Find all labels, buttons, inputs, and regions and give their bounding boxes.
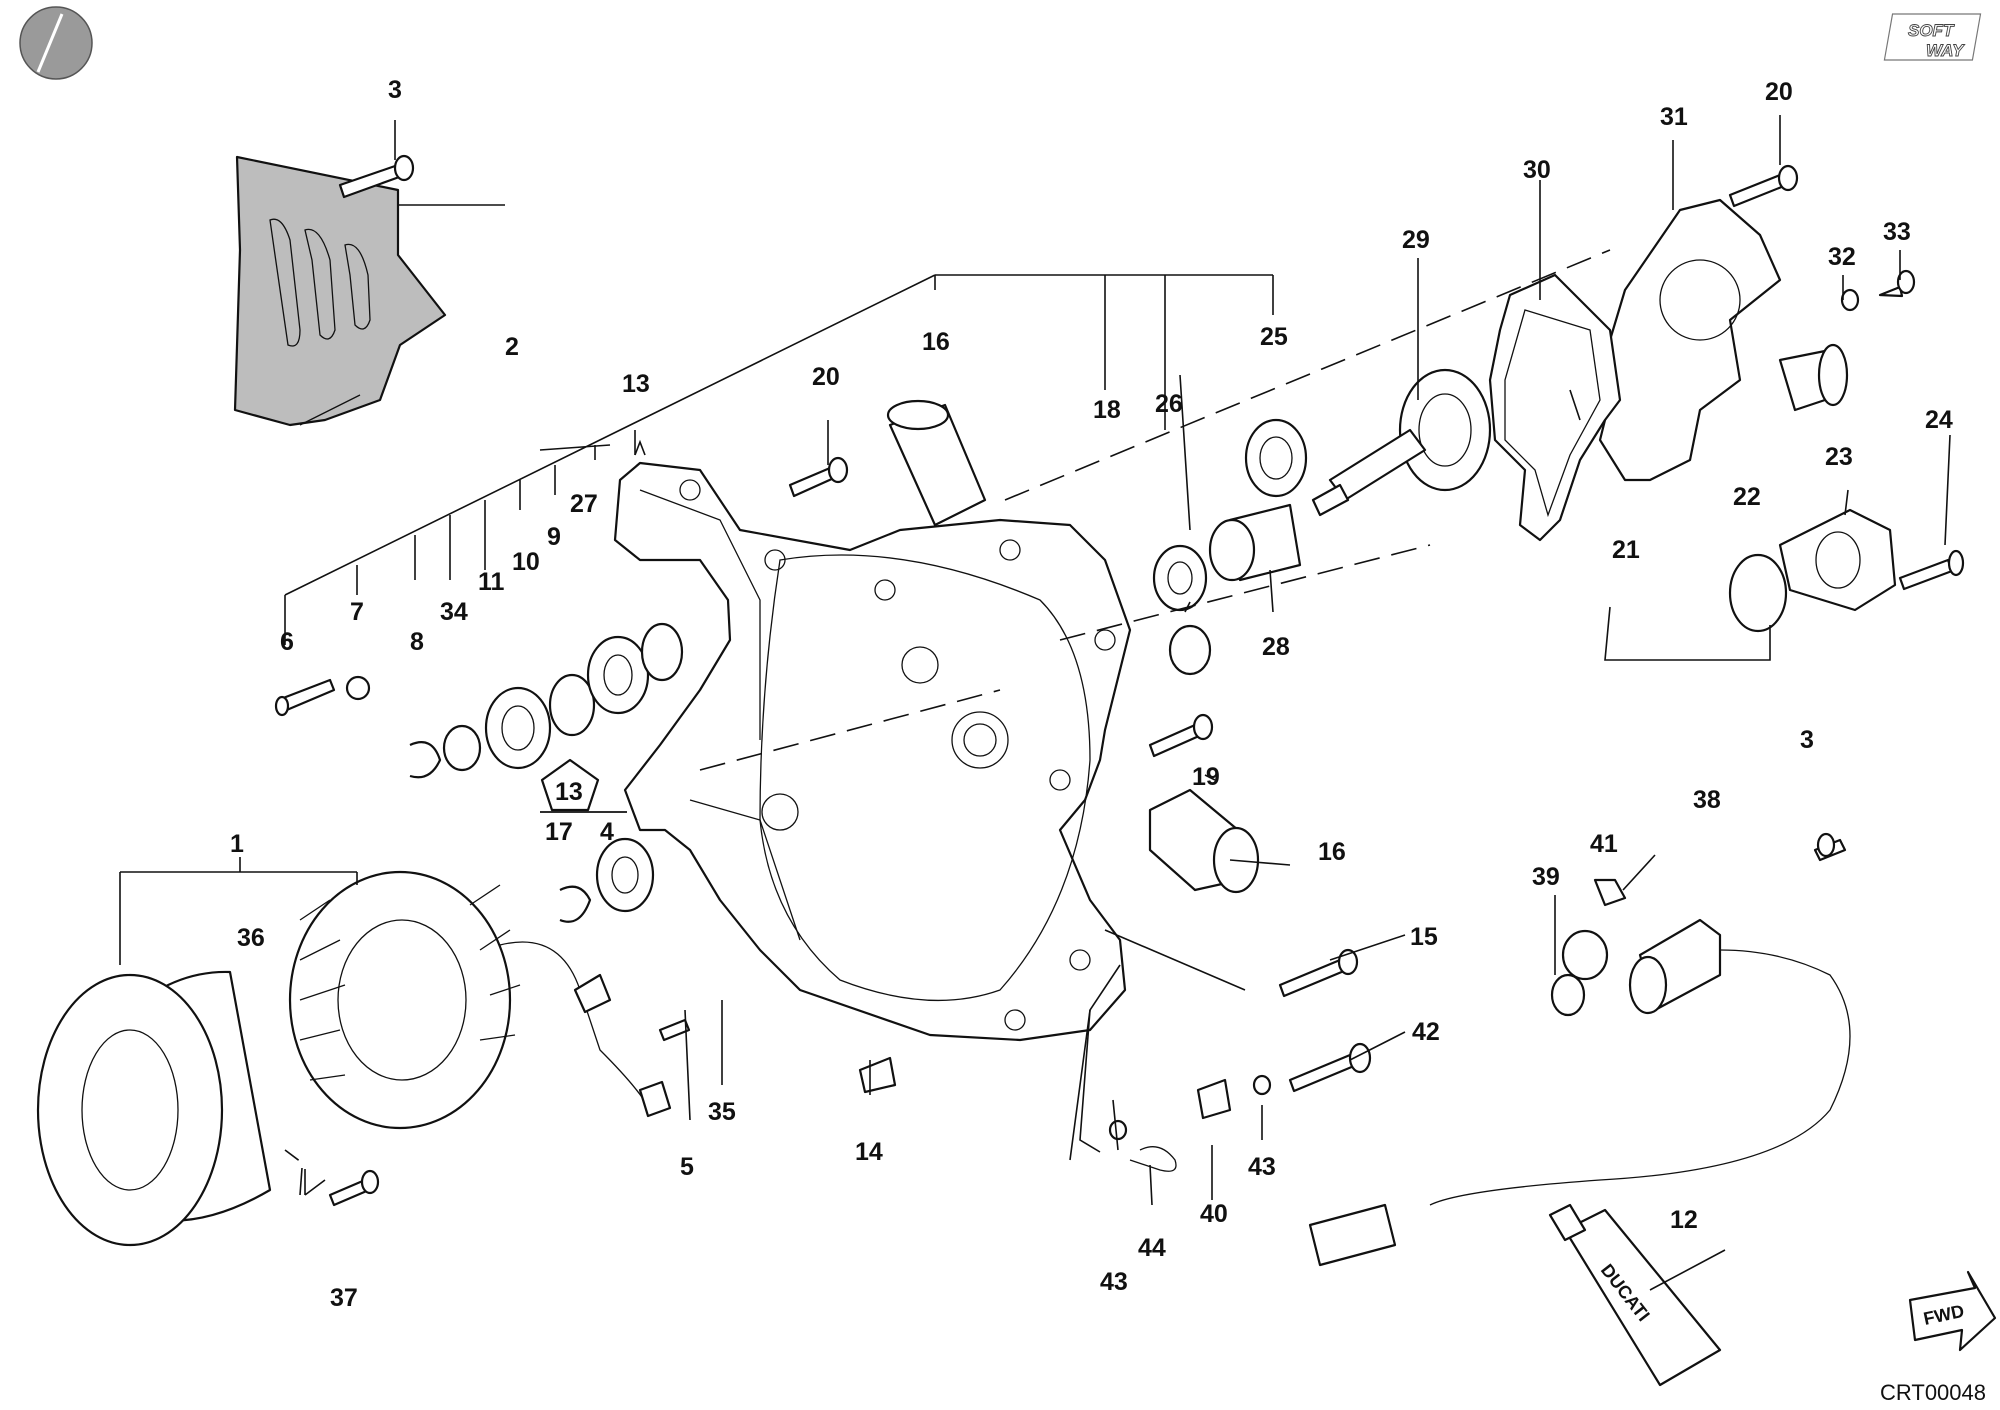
- callout-15: 15: [1410, 923, 1438, 951]
- callout-4: 4: [600, 818, 614, 846]
- callout-3b: 3: [1800, 726, 1814, 754]
- callout-16b: 16: [1318, 838, 1346, 866]
- callout-41: 41: [1590, 830, 1618, 858]
- seal-26: [1152, 544, 1208, 612]
- sprocket-cover: [233, 155, 447, 427]
- o-ring-22: [1728, 553, 1788, 633]
- callout-34: 34: [440, 598, 468, 626]
- callout-43b: 43: [1100, 1268, 1128, 1296]
- callout-40: 40: [1200, 1200, 1228, 1228]
- callout-28: 28: [1262, 633, 1290, 661]
- bearing-stack-left: [409, 622, 684, 923]
- kit-symbol-pentagon: 13: [540, 758, 627, 813]
- engine-side-cover: [613, 461, 1132, 1042]
- callout-38: 38: [1693, 786, 1721, 814]
- callout-30: 30: [1523, 156, 1551, 184]
- striped-circle-icon: [19, 6, 93, 80]
- callout-13: 13: [622, 370, 650, 398]
- callout-24: 24: [1925, 406, 1953, 434]
- callout-37: 37: [330, 1284, 358, 1312]
- callout-26: 26: [1155, 390, 1183, 418]
- callout-36: 36: [237, 924, 265, 952]
- seal-25: [1244, 418, 1308, 498]
- callout-10: 10: [512, 548, 540, 576]
- callout-23: 23: [1825, 443, 1853, 471]
- ring-18: [1168, 624, 1212, 676]
- callout-32: 32: [1828, 243, 1856, 271]
- callout-21: 21: [1612, 536, 1640, 564]
- callout-20: 20: [812, 363, 840, 391]
- callout-22: 22: [1733, 483, 1761, 511]
- svg-text:WAY: WAY: [1926, 41, 1965, 60]
- kit-symbol-number: 13: [555, 778, 583, 806]
- callout-18: 18: [1093, 396, 1121, 424]
- callout-7: 7: [350, 598, 364, 626]
- callout-29: 29: [1402, 226, 1430, 254]
- callout-33: 33: [1883, 218, 1911, 246]
- callout-25: 25: [1260, 323, 1288, 351]
- callout-2: 2: [505, 333, 519, 361]
- leader-lines: [119, 115, 1951, 1291]
- pump-cover: [1598, 198, 1849, 482]
- plug-16-top: [886, 399, 987, 527]
- forward-arrow-icon: FWD: [1908, 1270, 1997, 1352]
- pump-gasket: [1488, 273, 1622, 542]
- pump-impeller: [1311, 368, 1492, 517]
- callout-8: 8: [410, 628, 424, 656]
- callout-44: 44: [1138, 1234, 1166, 1262]
- callout-3: 3: [388, 76, 402, 104]
- callout-43: 43: [1248, 1153, 1276, 1181]
- callout-1: 1: [230, 830, 244, 858]
- callout-6: 6: [280, 628, 294, 656]
- callout-labels: 1 2 3 3 4 5 6 7 8 9 10 11 12 13 14 15 16…: [230, 76, 1953, 1312]
- softway-logo: SOFT WAY: [1883, 13, 1982, 61]
- callout-19: 19: [1192, 763, 1220, 791]
- callout-9: 9: [547, 523, 561, 551]
- plug-16-right: [1148, 788, 1260, 894]
- stator: [288, 870, 672, 1130]
- callout-16: 16: [922, 328, 950, 356]
- callout-20b: 20: [1765, 78, 1793, 106]
- svg-text:SOFT: SOFT: [1908, 21, 1955, 40]
- callout-35: 35: [708, 1098, 736, 1126]
- flange-23: [1778, 508, 1897, 612]
- callout-5: 5: [680, 1153, 694, 1181]
- document-code: CRT00048: [1880, 1380, 1986, 1405]
- flywheel-rotor: [36, 970, 272, 1247]
- callout-17: 17: [545, 818, 573, 846]
- pickup-sensor: [1308, 878, 1851, 1267]
- bolts: [274, 154, 1965, 1207]
- seal-28: [1208, 503, 1302, 582]
- callout-31: 31: [1660, 103, 1688, 131]
- callout-14: 14: [855, 1138, 883, 1166]
- callout-11: 11: [478, 568, 505, 596]
- callout-27: 27: [570, 490, 598, 518]
- callout-42: 42: [1412, 1018, 1440, 1046]
- callout-12: 12: [1670, 1206, 1698, 1234]
- callout-39: 39: [1532, 863, 1560, 891]
